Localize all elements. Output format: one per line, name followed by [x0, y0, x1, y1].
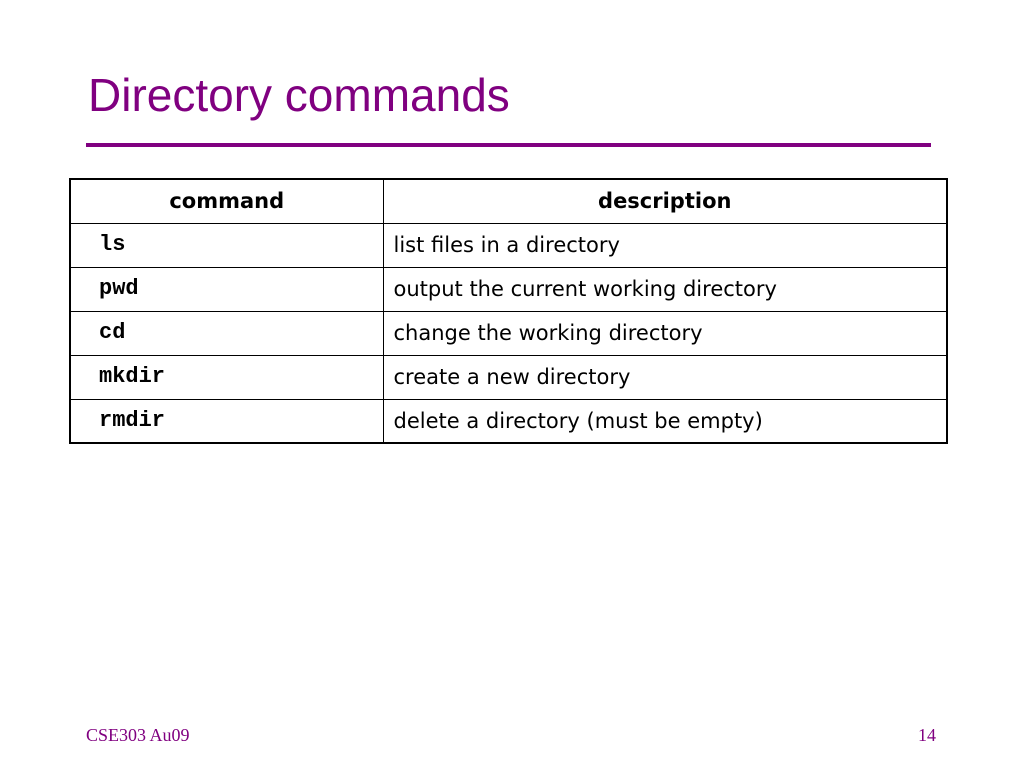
- table-row: mkdir create a new directory: [69, 354, 948, 400]
- description-cell: output the current working directory: [382, 266, 948, 312]
- commands-table: command description ls list files in a d…: [69, 178, 948, 444]
- footer-page-number: 14: [918, 725, 936, 745]
- header-description: description: [382, 178, 948, 224]
- command-cell: mkdir: [69, 354, 384, 400]
- command-cell: cd: [69, 310, 384, 356]
- command-cell: ls: [69, 222, 384, 268]
- command-cell: rmdir: [69, 398, 384, 444]
- table-row: cd change the working directory: [69, 310, 948, 356]
- table-row: pwd output the current working directory: [69, 266, 948, 312]
- description-cell: delete a directory (must be empty): [382, 398, 948, 444]
- description-cell: list files in a directory: [382, 222, 948, 268]
- command-cell: pwd: [69, 266, 384, 312]
- table-header-row: command description: [69, 178, 948, 224]
- description-cell: change the working directory: [382, 310, 948, 356]
- title-divider: [86, 143, 931, 147]
- header-command: command: [69, 178, 384, 224]
- description-cell: create a new directory: [382, 354, 948, 400]
- table-row: ls list files in a directory: [69, 222, 948, 268]
- footer-course: CSE303 Au09: [86, 725, 190, 745]
- table-row: rmdir delete a directory (must be empty): [69, 398, 948, 444]
- slide-title: Directory commands: [88, 69, 510, 121]
